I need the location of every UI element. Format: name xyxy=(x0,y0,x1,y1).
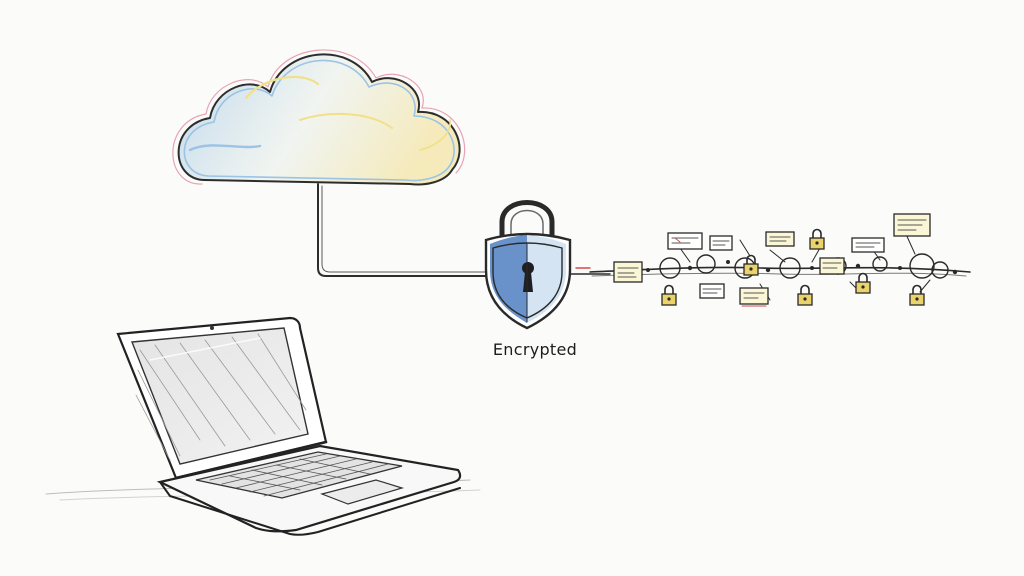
document-icon xyxy=(851,237,885,253)
encrypted-label: Encrypted xyxy=(492,340,578,359)
padlock-icon xyxy=(809,228,825,250)
padlock-icon xyxy=(661,284,677,306)
document-icon xyxy=(613,261,643,283)
cloud-connector-line xyxy=(317,183,489,277)
document-icon xyxy=(699,283,725,299)
document-icon xyxy=(739,287,769,307)
document-icon xyxy=(819,257,845,275)
document-icon xyxy=(893,213,931,237)
padlock-icon xyxy=(909,284,925,306)
document-icon xyxy=(765,231,795,247)
cloud-icon xyxy=(172,49,466,186)
encrypted-data-chain xyxy=(589,213,971,307)
laptop-icon xyxy=(45,316,481,536)
document-icon xyxy=(709,235,733,251)
padlock-icon xyxy=(855,272,871,294)
padlock-icon xyxy=(797,284,813,306)
document-icon xyxy=(667,232,703,250)
shield-lock-icon xyxy=(484,200,611,330)
padlock-icon xyxy=(743,254,759,276)
